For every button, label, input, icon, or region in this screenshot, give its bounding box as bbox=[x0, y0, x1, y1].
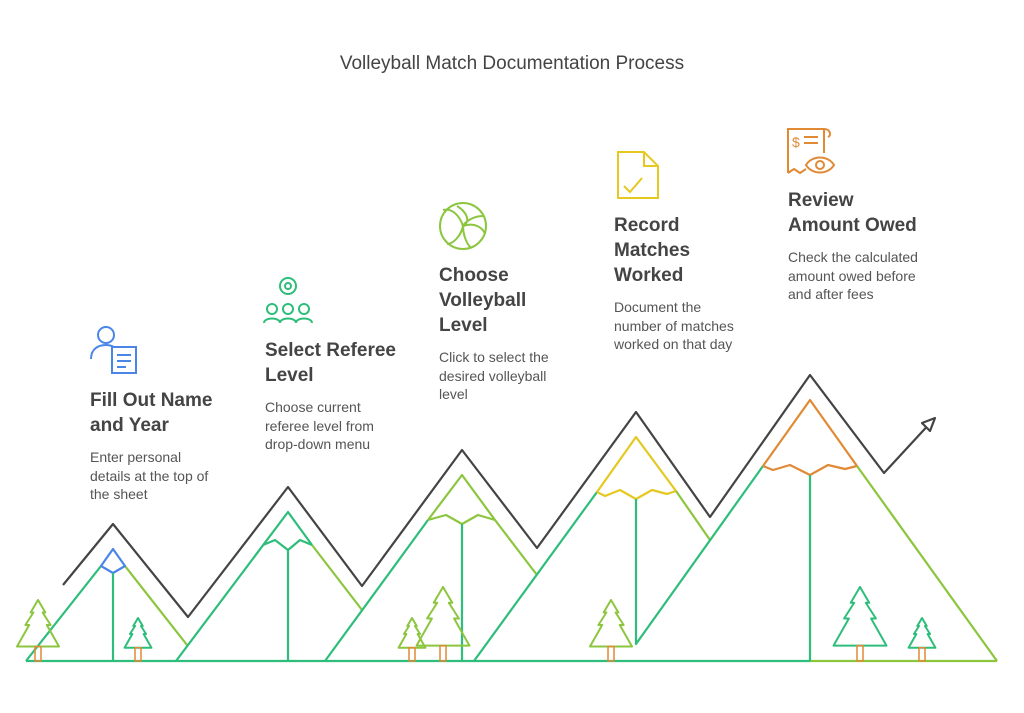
tree-trunk bbox=[856, 644, 864, 662]
tree-icon bbox=[397, 617, 427, 649]
mountain-4 bbox=[473, 435, 764, 662]
volleyball-icon bbox=[439, 202, 487, 250]
tree-trunk bbox=[439, 644, 447, 662]
mountain-2 bbox=[175, 510, 363, 662]
arrow-head-icon bbox=[920, 416, 937, 433]
team-ball-icon bbox=[263, 277, 313, 324]
user-form-icon bbox=[90, 326, 137, 374]
tree-icon bbox=[123, 617, 153, 649]
tree-trunk bbox=[408, 647, 416, 662]
invoice-eye-icon: $ bbox=[787, 128, 836, 175]
document-check-icon bbox=[617, 151, 659, 199]
mountain-3 bbox=[324, 473, 538, 662]
progress-zigzag-line bbox=[62, 373, 934, 619]
mountain-5 bbox=[762, 398, 998, 662]
mountain-1 bbox=[25, 547, 188, 662]
tree-trunk bbox=[918, 647, 926, 662]
tree-icon bbox=[16, 599, 60, 648]
diagram-title: Volleyball Match Documentation Process bbox=[339, 53, 685, 74]
svg-text:$: $ bbox=[792, 134, 800, 150]
tree-trunk bbox=[607, 645, 615, 662]
tree-trunk bbox=[34, 645, 42, 662]
tree-trunk bbox=[134, 647, 142, 662]
tree-icon bbox=[832, 586, 888, 647]
tree-icon bbox=[907, 617, 937, 649]
tree-icon bbox=[589, 599, 633, 648]
